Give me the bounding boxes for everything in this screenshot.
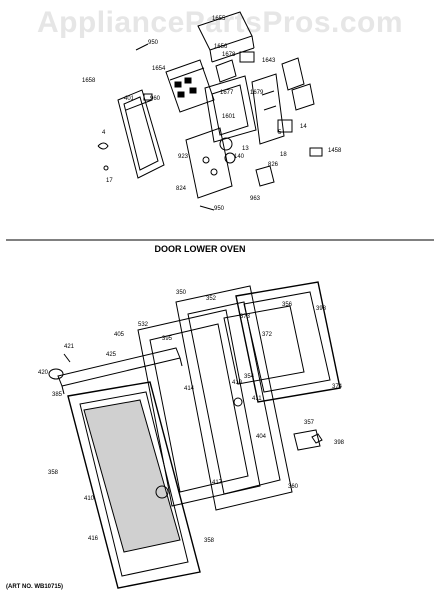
part-callout-label: 826 — [268, 162, 279, 168]
part-callout-label: 1658 — [82, 78, 96, 84]
lower-control-panel — [185, 127, 233, 199]
part-callout-label: 960 — [150, 96, 161, 102]
hinge-pin — [233, 397, 243, 407]
timer-module — [239, 51, 255, 63]
clip — [255, 165, 275, 187]
door-handle — [57, 347, 183, 395]
small-part — [103, 165, 109, 171]
part-callout-label: 404 — [256, 434, 267, 440]
part-callout-label: 14 — [300, 124, 307, 130]
side-plate — [251, 73, 285, 145]
lower-callouts: 3503523563985323723734053954213544104254… — [38, 290, 345, 544]
small-part — [97, 142, 109, 150]
knob — [224, 152, 236, 164]
part-callout-label: 13 — [242, 146, 249, 152]
part-callout-label: 1655 — [212, 16, 226, 22]
part-callout-label: 950 — [148, 40, 159, 46]
part-callout-label: 532 — [138, 322, 149, 328]
mounting-bracket — [281, 57, 315, 111]
knob — [219, 137, 233, 151]
part-callout-label: 1654 — [152, 66, 166, 72]
part-callout-label: 398 — [316, 306, 327, 312]
fastener — [143, 93, 153, 101]
door-inner-panel — [137, 309, 261, 507]
outer-door-frame — [67, 381, 201, 589]
part-callout-label: 354 — [244, 374, 255, 380]
part-callout-label: 372 — [262, 332, 273, 338]
section-title: DOOR LOWER OVEN — [154, 244, 246, 254]
part-callout-label: 1601 — [222, 114, 236, 120]
part-callout-label: 4 — [102, 130, 106, 136]
latch — [155, 485, 169, 499]
part-callout-label: 405 — [114, 332, 125, 338]
part-callout-label: 352 — [206, 296, 217, 302]
window-frame — [223, 305, 305, 385]
hinge — [293, 429, 321, 451]
part-callout-label: 358 — [48, 470, 59, 476]
part-callout-label: 410 — [232, 380, 243, 386]
part-callout-label: 824 — [176, 186, 187, 192]
part-callout-label: 17 — [106, 178, 113, 184]
cover-box — [197, 11, 255, 63]
control-panel — [165, 59, 215, 113]
door-liner — [175, 285, 293, 511]
bracket — [215, 59, 237, 83]
screw — [199, 205, 215, 211]
part-callout-label: 1679 — [250, 90, 264, 96]
part-callout-label: 425 — [106, 352, 117, 358]
part-callout-label: 373 — [240, 314, 251, 320]
screw — [63, 353, 71, 363]
part-callout-label: 1458 — [328, 148, 342, 154]
control-backplate — [204, 75, 257, 143]
watermark: AppliancePartsPros.com — [36, 6, 404, 39]
part-callout-label: 1656 — [214, 44, 228, 50]
part-callout-label: 18 — [280, 152, 287, 158]
part-callout-label: 356 — [282, 302, 293, 308]
part-callout-label: 421 — [64, 344, 75, 350]
part-callout-label: 350 — [176, 290, 187, 296]
part-callout-label: 414 — [184, 386, 195, 392]
part-callout-label: 357 — [304, 420, 315, 426]
part-callout-label: 5 — [278, 130, 282, 136]
part-callout-label: 923 — [178, 154, 189, 160]
part-callout-label: 401 — [124, 96, 135, 102]
part-callout-label: 140 — [234, 154, 245, 160]
part-callout-label: 1643 — [262, 58, 276, 64]
part-callout-label: 417 — [212, 480, 223, 486]
upper-callouts: 1655 1656 950 1643 1654 1678 1658 1677 1679 401 96… — [82, 16, 342, 212]
part-callout-label: 385 — [52, 392, 63, 398]
part-callout-label: 950 — [214, 206, 225, 212]
door-gasket — [235, 281, 341, 403]
part-callout-label: 374 — [332, 384, 343, 390]
part-callout-label: 963 — [250, 196, 261, 202]
switch — [277, 119, 293, 133]
terminal-block — [309, 147, 323, 157]
part-callout-label: 411 — [252, 396, 262, 402]
part-callout-label: 410 — [84, 496, 95, 502]
part-callout-label: 416 — [88, 536, 99, 542]
screw — [135, 43, 149, 51]
part-callout-label: 360 — [288, 484, 299, 490]
handle-end-cap — [48, 368, 64, 380]
art-number: (ART NO. WB10715) — [6, 584, 64, 590]
nut — [311, 433, 323, 444]
part-callout-label: 398 — [334, 440, 345, 446]
control-trim-frame — [117, 89, 165, 179]
part-callout-label: 358 — [204, 538, 215, 544]
part-callout-label: 420 — [38, 370, 49, 376]
part-callout-label: 1678 — [222, 52, 236, 58]
part-callout-label: 395 — [162, 336, 173, 342]
door-glass — [83, 399, 181, 553]
part-callout-label: 1677 — [220, 90, 234, 96]
